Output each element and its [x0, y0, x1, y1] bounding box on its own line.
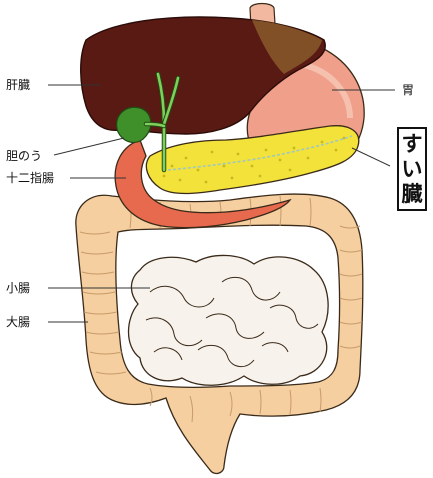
- label-stomach: 胃: [402, 83, 414, 97]
- leader-gallbladder: [54, 138, 124, 155]
- leader-pancreas: [352, 148, 390, 166]
- small-intestine: [129, 255, 329, 385]
- label-liver: 肝臓: [6, 78, 30, 92]
- pancreas-char-3: 臓: [402, 182, 423, 207]
- label-large-intestine: 大腸: [6, 315, 30, 329]
- label-gallbladder: 胆のう: [6, 149, 42, 163]
- label-small-intestine: 小腸: [6, 281, 30, 295]
- label-duodenum: 十二指腸: [6, 171, 54, 185]
- pancreas-callout-box: す い 臓: [397, 127, 427, 211]
- pancreas-char-1: す: [402, 132, 423, 157]
- pancreas-char-2: い: [402, 157, 423, 182]
